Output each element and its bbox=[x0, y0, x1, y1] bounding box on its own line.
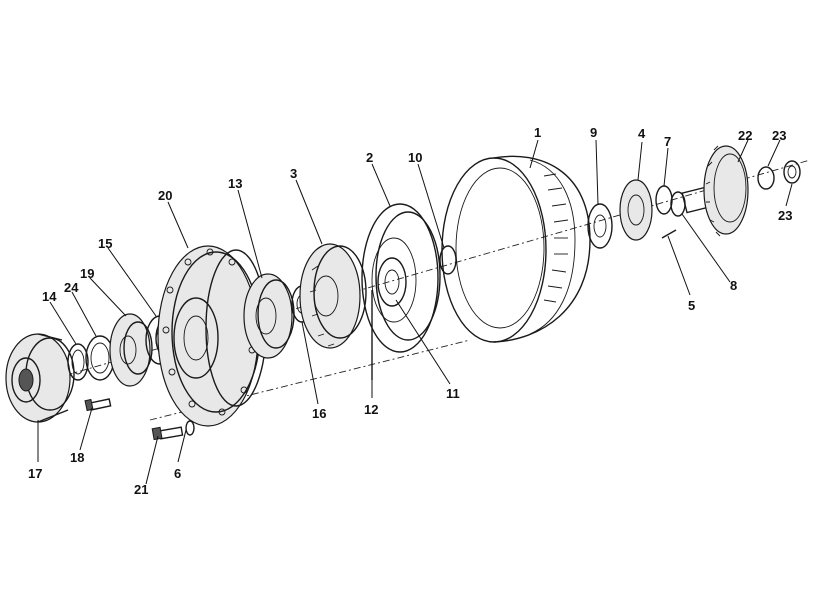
leader-lines bbox=[37, 139, 793, 485]
part-23-cap-b bbox=[783, 160, 801, 184]
part-21-bolt bbox=[151, 426, 184, 441]
label-23-bottom: 23 bbox=[778, 208, 792, 223]
label-16: 16 bbox=[312, 406, 326, 421]
part-18-bolt bbox=[84, 398, 112, 412]
label-4: 4 bbox=[638, 126, 646, 141]
label-15: 15 bbox=[98, 236, 112, 251]
part-4-cover-plate bbox=[619, 179, 653, 241]
part-17-flange bbox=[5, 333, 75, 423]
label-20: 20 bbox=[158, 188, 172, 203]
part-13-stator bbox=[243, 273, 295, 359]
secondary-axis bbox=[149, 339, 471, 421]
label-1: 1 bbox=[534, 125, 541, 140]
label-18: 18 bbox=[70, 450, 84, 465]
label-9: 9 bbox=[590, 125, 597, 140]
label-5: 5 bbox=[688, 298, 695, 313]
label-11: 11 bbox=[446, 386, 460, 401]
label-23-top: 23 bbox=[772, 128, 786, 143]
part-6-washer bbox=[185, 420, 195, 436]
part-3-turbine bbox=[299, 243, 367, 349]
label-22: 22 bbox=[738, 128, 752, 143]
label-12: 12 bbox=[364, 402, 378, 417]
label-2: 2 bbox=[366, 150, 373, 165]
label-17: 17 bbox=[28, 466, 42, 481]
label-8: 8 bbox=[730, 278, 737, 293]
callout-labels: 1 2 3 4 5 6 7 8 9 10 11 12 13 14 15 16 1… bbox=[28, 125, 792, 497]
part-5-pin bbox=[661, 229, 677, 239]
label-14: 14 bbox=[42, 289, 57, 304]
part-9-bearing bbox=[587, 203, 613, 249]
part-1-main-housing bbox=[441, 155, 591, 343]
part-23-cap-a bbox=[757, 166, 775, 190]
label-6: 6 bbox=[174, 466, 181, 481]
label-7: 7 bbox=[664, 134, 671, 149]
part-19-cover bbox=[109, 313, 153, 387]
part-11-gear bbox=[377, 257, 407, 307]
label-19: 19 bbox=[80, 266, 94, 281]
label-13: 13 bbox=[228, 176, 242, 191]
label-3: 3 bbox=[290, 166, 297, 181]
label-24: 24 bbox=[64, 280, 79, 295]
part-7-nut bbox=[655, 185, 673, 215]
label-21: 21 bbox=[134, 482, 148, 497]
part-14-ring bbox=[67, 343, 89, 381]
part-22-gear bbox=[681, 145, 749, 237]
part-2-impeller-ring bbox=[361, 203, 441, 353]
label-10: 10 bbox=[408, 150, 422, 165]
